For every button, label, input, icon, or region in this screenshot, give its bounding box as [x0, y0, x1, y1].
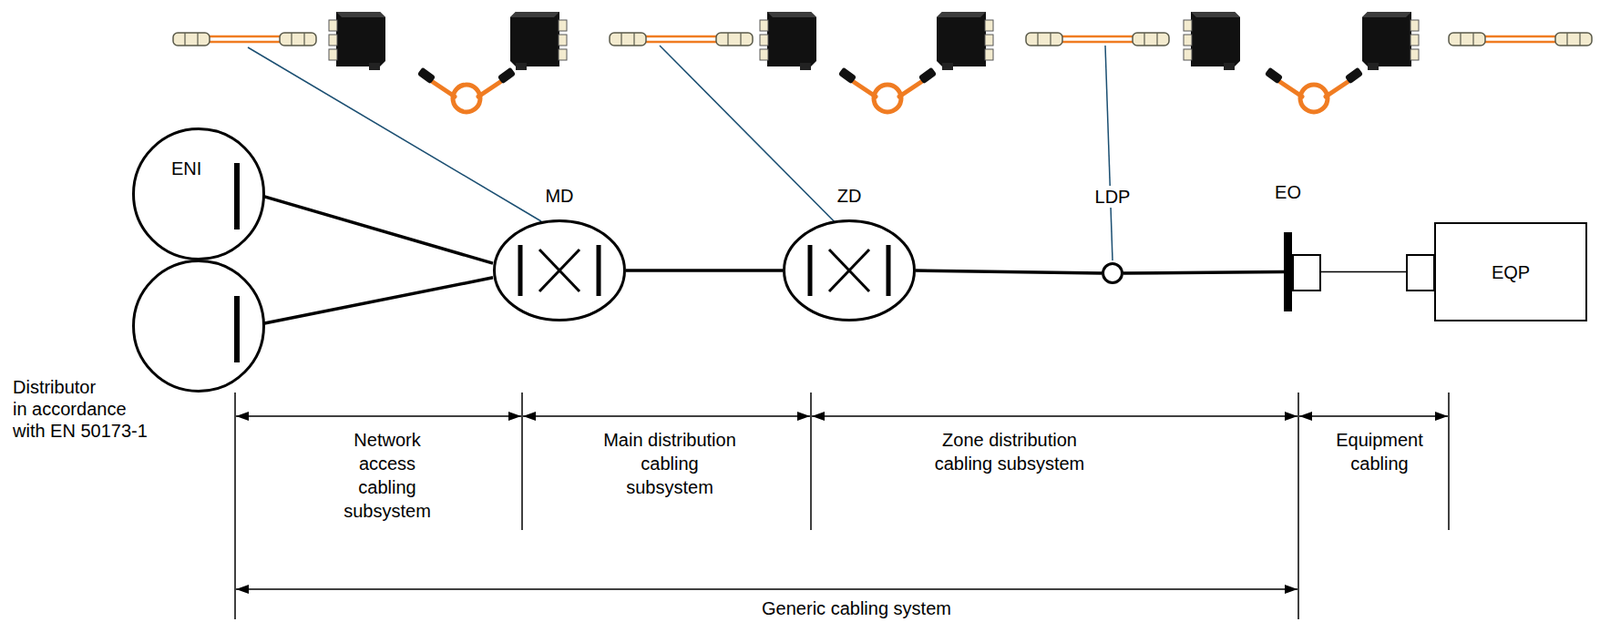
adapter-panel	[936, 11, 994, 71]
terminal-bar	[518, 245, 524, 297]
cross-connect-mark	[829, 249, 870, 292]
text-line: cabling	[343, 475, 431, 500]
subsystem-label: Main distribution cabling subsystem	[603, 428, 737, 500]
patch-cord	[173, 32, 317, 46]
equipment-box: EQP	[1434, 222, 1588, 322]
text-line: subsystem	[603, 475, 737, 500]
patch-loop	[417, 67, 516, 113]
dimension-arrow	[235, 415, 522, 418]
cable-link	[625, 268, 783, 273]
subsystem-label: Generic cabling system	[758, 596, 955, 621]
patch-cord	[1025, 32, 1170, 46]
node-label: LDP	[1092, 185, 1134, 208]
dimension-tick	[234, 392, 236, 620]
circle-outline	[784, 221, 915, 321]
adapter-panel	[759, 11, 817, 71]
text-line: access	[343, 451, 431, 476]
circle-outline	[133, 129, 265, 260]
text-line: in accordance	[12, 398, 148, 421]
adapter-panel	[510, 11, 567, 71]
node-outline	[132, 259, 266, 393]
circle-outline	[133, 261, 265, 392]
text-line: Equipment	[1335, 428, 1424, 452]
node-label: MD	[542, 184, 576, 207]
dimension-tick	[521, 392, 524, 531]
cable-link	[236, 277, 493, 329]
subsystem-label: Equipment cabling	[1335, 428, 1424, 476]
text-line: Network	[343, 428, 431, 452]
text-line: Zone distribution	[934, 428, 1086, 452]
text-line: with EN 50173-1	[12, 420, 148, 442]
dimension-arrow	[235, 588, 1298, 591]
node-label: ZD	[834, 184, 865, 207]
cable-link	[236, 188, 493, 264]
node-outline	[132, 127, 266, 261]
dimension-tick	[810, 392, 812, 531]
text-line: subsystem	[343, 499, 431, 524]
terminal-bar	[808, 245, 813, 297]
text-line: Main distribution	[603, 428, 737, 452]
node-label: EQP	[1491, 261, 1530, 284]
leader-line	[247, 47, 542, 222]
adapter-panel	[1183, 11, 1241, 71]
interface-circle: ENI	[132, 127, 266, 261]
dimension-arrow	[1299, 415, 1448, 418]
distributor-circle: ZD	[782, 219, 916, 322]
equipment-plug	[1406, 255, 1435, 291]
dimension-arrow	[811, 415, 1298, 418]
text-line: cabling	[1335, 451, 1424, 476]
patch-loop	[1264, 67, 1364, 113]
cable-link	[1123, 272, 1284, 275]
node-label: ENI	[171, 157, 202, 180]
leader-line	[1105, 45, 1113, 261]
outlet-bar: EO	[1283, 232, 1293, 312]
leader-line	[659, 45, 864, 252]
cable-link	[915, 270, 1102, 274]
node-label: EO	[1271, 181, 1304, 204]
adapter-panel	[328, 11, 386, 71]
patch-cord	[1448, 32, 1592, 46]
cross-connect-mark	[539, 249, 580, 292]
dimension-tick	[1297, 392, 1300, 620]
adapter-panel	[1362, 11, 1419, 71]
node-outline	[782, 219, 916, 322]
dimension-tick	[1447, 392, 1450, 531]
distribution-point: LDP	[1101, 262, 1124, 285]
outlet-plug	[1292, 255, 1321, 291]
text-line: cabling subsystem	[934, 451, 1086, 476]
dimension-arrow	[523, 415, 811, 418]
cross-connect-mark	[829, 249, 870, 292]
node-caption: Distributor in accordance with EN 50173-…	[12, 376, 148, 442]
subsystem-label: Zone distribution cabling subsystem	[934, 428, 1086, 476]
patch-loop	[838, 67, 937, 113]
distributor-circle: Distributor in accordance with EN 50173-…	[132, 259, 266, 393]
terminal-bar	[886, 245, 892, 297]
circle-outline	[494, 221, 626, 321]
text-line: Distributor	[12, 376, 148, 399]
terminal-bar	[596, 245, 602, 297]
circle-outline	[1103, 264, 1123, 284]
node-outline	[492, 219, 626, 322]
node-outline	[1101, 262, 1124, 285]
text-line: cabling	[603, 451, 737, 476]
terminal-bar	[234, 296, 240, 363]
terminal-bar	[234, 163, 240, 230]
distributor-circle: MD	[492, 219, 626, 322]
patch-cord	[609, 32, 753, 46]
subsystem-label: Network access cabling subsystem	[343, 428, 431, 524]
cross-connect-mark	[539, 249, 580, 292]
